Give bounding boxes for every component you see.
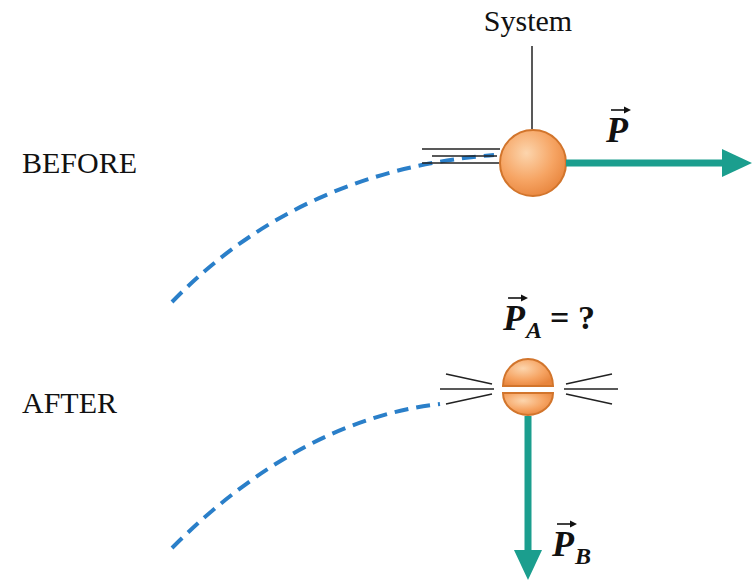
projectile-ball (500, 130, 566, 196)
burst-line (446, 374, 492, 384)
vector-arrows (508, 107, 631, 528)
leader-line (531, 46, 533, 129)
arrow-head (514, 550, 542, 580)
vector-symbol: P (552, 526, 574, 562)
motion-line (422, 148, 500, 150)
vector-symbol: P (503, 300, 525, 336)
fragment-a (503, 359, 553, 386)
burst-line (566, 374, 612, 384)
fragment-b (503, 393, 553, 415)
arrow-head (722, 149, 752, 177)
momentum-arrow (525, 416, 532, 556)
trajectory-dashed (172, 404, 440, 548)
burst-line (566, 394, 612, 404)
system-label: System (484, 6, 572, 36)
burst-lines (440, 374, 618, 404)
vector-subscript: A (526, 318, 542, 342)
burst-line (446, 394, 492, 404)
stage-label: BEFORE (22, 148, 137, 178)
burst-line (440, 388, 494, 390)
vector-subscript: B (575, 544, 591, 568)
stage-label: AFTER (22, 388, 117, 418)
momentum-arrow (566, 160, 728, 167)
trajectory-dashed (172, 155, 494, 302)
motion-lines (422, 149, 500, 163)
motion-line (432, 155, 497, 157)
motion-line (422, 162, 499, 164)
burst-line (564, 388, 618, 390)
unknown-value: = ? (550, 301, 595, 335)
vector-symbol: P (606, 112, 628, 148)
